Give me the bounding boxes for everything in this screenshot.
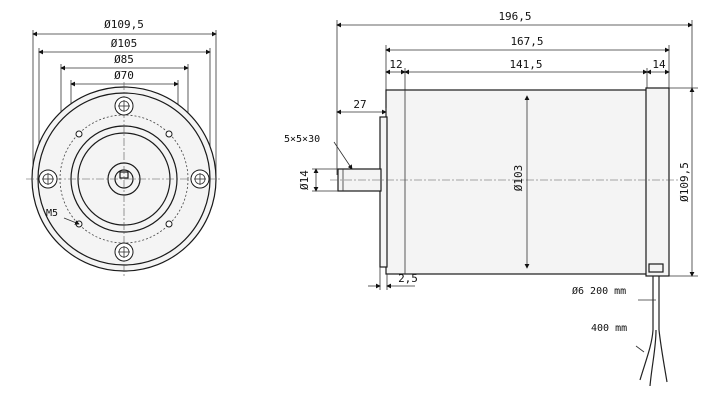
end-cap: [645, 87, 670, 277]
front-flange: [379, 116, 388, 268]
thread-callout: M5: [46, 208, 80, 225]
dim-flange-width-label: 12: [389, 58, 402, 71]
front-view: Ø109,5 Ø105 Ø85 Ø70: [26, 18, 222, 276]
key-label: 5×5×30: [284, 134, 320, 145]
dim-body-label: 167,5: [510, 35, 543, 48]
dim-body-diameter: Ø103: [512, 95, 530, 269]
dim-flange-thickness: 2,5: [368, 267, 418, 290]
tapped-hole: [165, 220, 173, 228]
dim-body-dia-label: Ø103: [512, 165, 525, 192]
side-view: 196,5 167,5 12 141,5 14: [284, 10, 698, 387]
dim-shaft-length: 27: [336, 98, 387, 116]
dim-bolt-circle-label: Ø85: [114, 53, 134, 66]
screw-top: [114, 96, 134, 116]
dim-body-length: 167,5: [385, 35, 670, 95]
screw-bottom: [114, 242, 134, 262]
wire-length-label: 400 mm: [591, 323, 627, 334]
cable-gland: [648, 263, 664, 273]
motor-body: [385, 89, 649, 275]
screw-left: [38, 169, 58, 189]
dim-body-mid-label: 141,5: [509, 58, 542, 71]
dim-endcap-label: 14: [652, 58, 666, 71]
dim-flange-label: Ø105: [111, 37, 138, 50]
dim-shaft-dia-label: Ø14: [298, 170, 311, 190]
dim-spigot-label: Ø70: [114, 69, 134, 82]
dim-overall-label: 196,5: [498, 10, 531, 23]
screw-right: [190, 169, 210, 189]
dim-endcap-diameter: Ø109,5: [669, 87, 698, 277]
cable: Ø6 200 mm 400 mm: [572, 276, 668, 387]
dim-outer-diameter: Ø109,5: [32, 18, 217, 178]
dim-shaft-length-label: 27: [353, 98, 366, 111]
thread-label: M5: [46, 208, 58, 219]
dim-shaft-diameter: Ø14: [298, 168, 338, 192]
dim-outer-label: Ø109,5: [104, 18, 144, 31]
tapped-hole: [165, 130, 173, 138]
dim-endcap-dia-label: Ø109,5: [678, 162, 691, 202]
key-callout: 5×5×30: [284, 134, 353, 170]
tapped-hole: [75, 130, 83, 138]
dim-flange-thick-label: 2,5: [398, 272, 418, 285]
dim-segments: 12 141,5 14: [385, 58, 670, 95]
dim-overall-length: 196,5: [336, 10, 693, 175]
cable-spec-label: Ø6 200 mm: [572, 285, 626, 297]
